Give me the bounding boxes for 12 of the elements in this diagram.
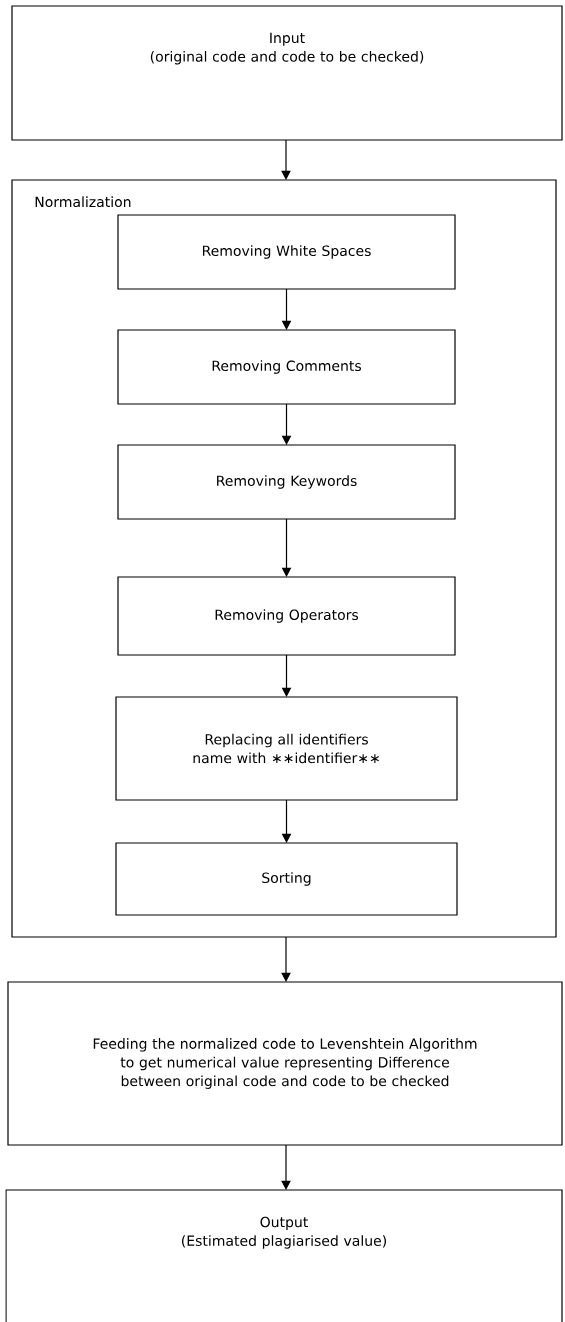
arrow <box>281 936 291 982</box>
process-box: Replacing all identifiers name with ∗∗identifier∗∗ <box>115 696 458 801</box>
process-box: Output (Estimated plagiarised value) <box>5 1189 563 1322</box>
arrow <box>281 1144 291 1190</box>
process-box: Removing White Spaces <box>117 214 456 290</box>
process-box: Input (original code and code to be checked) <box>11 5 563 141</box>
process-box: Removing Keywords <box>117 444 456 520</box>
process-box: Feeding the normalized code to Levenshtein Algorithm to get numerical value representing Difference between original code and code to be checked <box>7 981 563 1146</box>
arrow <box>281 139 291 180</box>
process-box: Removing Operators <box>117 576 456 656</box>
process-box: Removing Comments <box>117 329 456 405</box>
process-box: Sorting <box>115 842 458 916</box>
